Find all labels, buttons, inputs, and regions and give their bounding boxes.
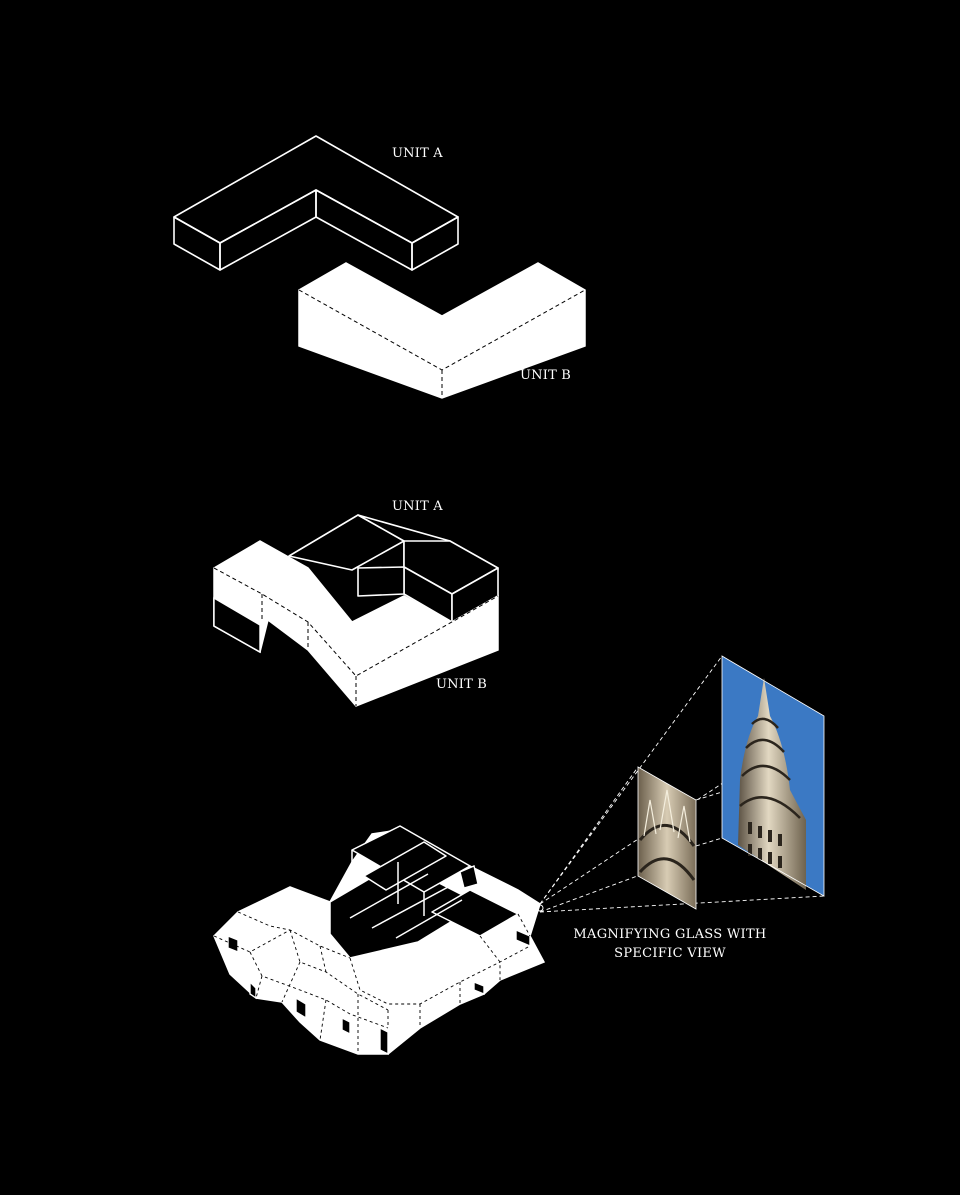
- unit-a-outline-mass: [173, 135, 459, 271]
- large-view-panel: [721, 655, 825, 897]
- complex-mass-body: [213, 825, 546, 1056]
- caption-line-1: MAGNIFYING GLASS WITH: [573, 927, 767, 942]
- unit-b-solid-mass: [298, 262, 586, 399]
- unit-b-label-2: UNIT B: [436, 677, 488, 692]
- viewpoint-marker: [536, 904, 544, 912]
- diagram-2-combined-units: [213, 514, 499, 707]
- small-view-panel: [637, 766, 697, 910]
- unit-a-label-2: UNIT A: [392, 499, 443, 514]
- unit-a-label-1: UNIT A: [392, 146, 443, 161]
- unit-b-undulating-mass: [213, 540, 499, 707]
- caption-line-2: SPECIFIC VIEW: [614, 946, 726, 961]
- diagram-1-separated-units: [173, 135, 586, 399]
- diagram-3-complex-mass: [213, 655, 825, 1056]
- unit-b-label-1: UNIT B: [520, 368, 572, 383]
- magnifying-glass-caption: MAGNIFYING GLASS WITH SPECIFIC VIEW: [568, 925, 772, 963]
